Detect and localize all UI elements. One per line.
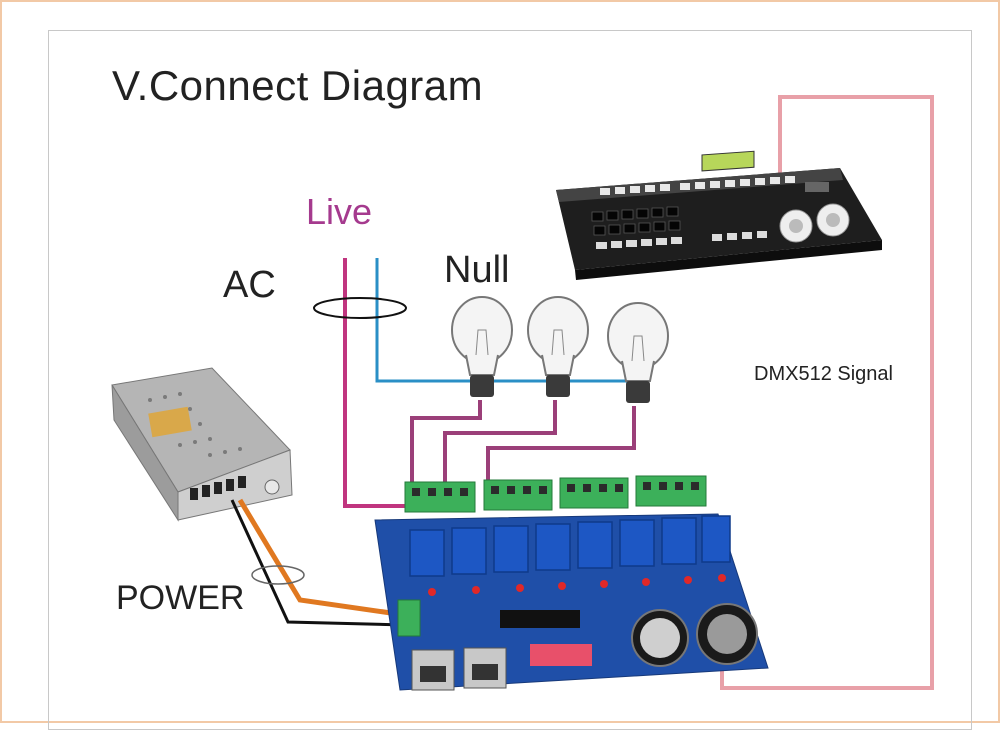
null-label: Null <box>444 249 510 291</box>
power-cable-ring <box>251 565 305 585</box>
dmx-decoder-board-icon <box>374 475 769 691</box>
light-bulb-icon <box>527 296 589 397</box>
light-bulb-icon <box>451 296 513 397</box>
dmx-console-icon <box>556 150 882 280</box>
diagram-title: V.Connect Diagram <box>112 62 484 109</box>
live-wire <box>343 258 410 508</box>
ac-cable-ring <box>313 297 407 319</box>
power-label: POWER <box>116 579 245 617</box>
dmx-signal-cable <box>720 95 934 690</box>
live-label: Live <box>306 191 373 232</box>
power-supply-icon <box>111 367 293 522</box>
dmx-signal-label: DMX512 Signal <box>754 363 893 385</box>
light-bulb-icon <box>607 302 669 403</box>
power-wire-positive <box>237 498 406 618</box>
power-wire-negative <box>230 499 406 627</box>
ac-label: AC <box>223 264 276 306</box>
